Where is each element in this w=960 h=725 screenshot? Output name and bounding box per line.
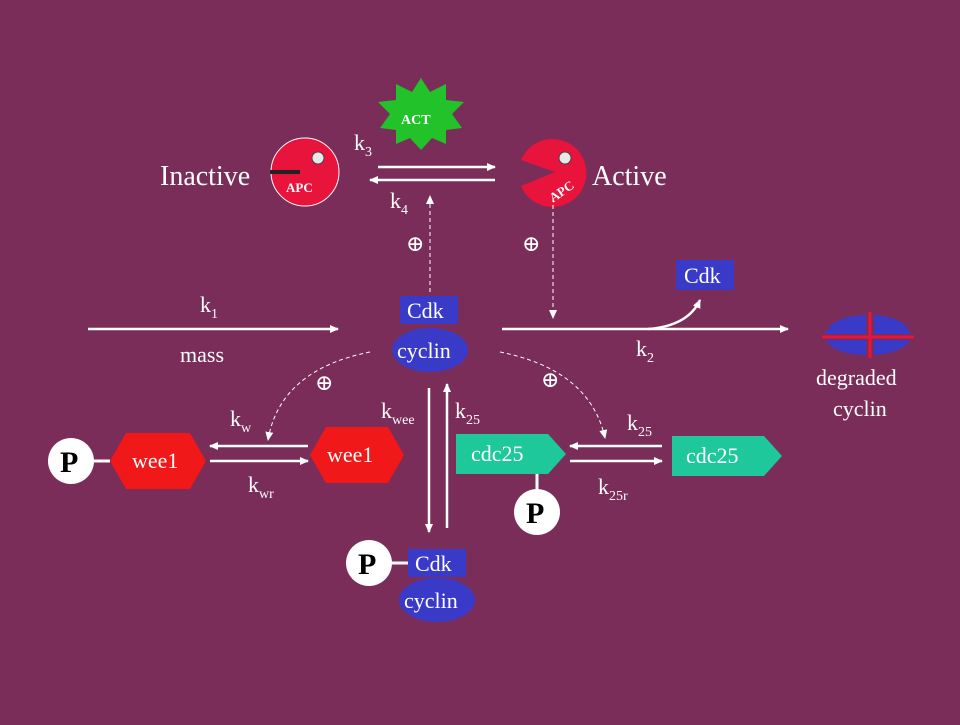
cdk-label-p: Cdk bbox=[415, 551, 452, 576]
svg-text:P: P bbox=[358, 548, 376, 581]
active-apc: APC bbox=[521, 139, 587, 207]
act-starburst: ACT bbox=[378, 78, 464, 150]
svg-text:P: P bbox=[526, 497, 544, 530]
apc-module: Inactive APC ACT k3 k4 APC Active bbox=[160, 78, 667, 218]
cyclin-label-p: cyclin bbox=[404, 588, 458, 613]
wee1-left-label: wee1 bbox=[132, 448, 178, 473]
k1-label: k1 bbox=[200, 292, 218, 322]
kwr-label: kwr bbox=[248, 472, 274, 502]
active-label: Active bbox=[592, 161, 667, 192]
cyclin-ellipse-p bbox=[399, 578, 475, 622]
p-circle-cdk: P bbox=[346, 540, 392, 586]
plus-icon: ⊕ bbox=[522, 231, 540, 256]
wee1-phosphorylated-hexagon bbox=[110, 433, 206, 489]
k25-center-label: k25 bbox=[455, 398, 480, 428]
k4-label: k4 bbox=[390, 188, 408, 218]
degraded-label: degraded bbox=[816, 365, 897, 390]
svg-text:P: P bbox=[60, 446, 78, 479]
cyclin-label: cyclin bbox=[397, 338, 451, 363]
released-cdk-label: Cdk bbox=[684, 263, 721, 288]
k2-label: k2 bbox=[636, 336, 654, 366]
k25r-label: k25r bbox=[598, 474, 628, 504]
plus-icon: ⊕ bbox=[406, 231, 424, 256]
plus-icon: ⊕ bbox=[541, 367, 559, 392]
cdk-cyclin-complex: Cdk cyclin bbox=[392, 296, 468, 372]
cyclin-ellipse bbox=[392, 328, 468, 372]
cdc25-right-label: cdc25 bbox=[686, 443, 739, 468]
degraded-cyclin-label: cyclin bbox=[833, 396, 887, 421]
k3-label: k3 bbox=[354, 130, 372, 160]
kwee-label: kwee bbox=[381, 398, 415, 428]
phosphorylated-cdk-cyclin-complex: P Cdk cyclin bbox=[346, 540, 475, 622]
cdk-box-p bbox=[408, 549, 466, 577]
wee1-active-hexagon bbox=[310, 427, 404, 483]
cdk-to-cdc25-line bbox=[499, 351, 608, 439]
p-circle-cdc25: P bbox=[514, 489, 560, 535]
kw-label: kw bbox=[230, 406, 252, 436]
cdk-box bbox=[400, 296, 458, 324]
cdc25-active-tag bbox=[456, 434, 566, 474]
cdk-label: Cdk bbox=[407, 298, 444, 323]
wee1-right-label: wee1 bbox=[327, 442, 373, 467]
wee1-module: P wee1 kw kwr wee1 bbox=[48, 406, 404, 502]
apc-label-inactive: APC bbox=[286, 180, 313, 195]
cdc25-module: cdc25 P k25 k25r cdc25 bbox=[456, 410, 782, 535]
inactive-apc: APC bbox=[270, 137, 340, 207]
p-circle-wee1: P bbox=[48, 438, 94, 484]
plus-icon: ⊕ bbox=[315, 370, 333, 395]
cdk-to-wee1-line bbox=[265, 351, 371, 441]
mass-label: mass bbox=[180, 342, 224, 367]
inactive-label: Inactive bbox=[160, 161, 250, 192]
k25-right-label: k25 bbox=[627, 410, 652, 440]
act-label: ACT bbox=[401, 113, 431, 128]
cdc25-left-label: cdc25 bbox=[471, 441, 524, 466]
cdc25-inactive-tag bbox=[672, 436, 782, 476]
cdk-release-arrow bbox=[647, 299, 702, 331]
degraded-cyclin-icon bbox=[822, 312, 914, 358]
released-cdk-box bbox=[676, 260, 734, 290]
